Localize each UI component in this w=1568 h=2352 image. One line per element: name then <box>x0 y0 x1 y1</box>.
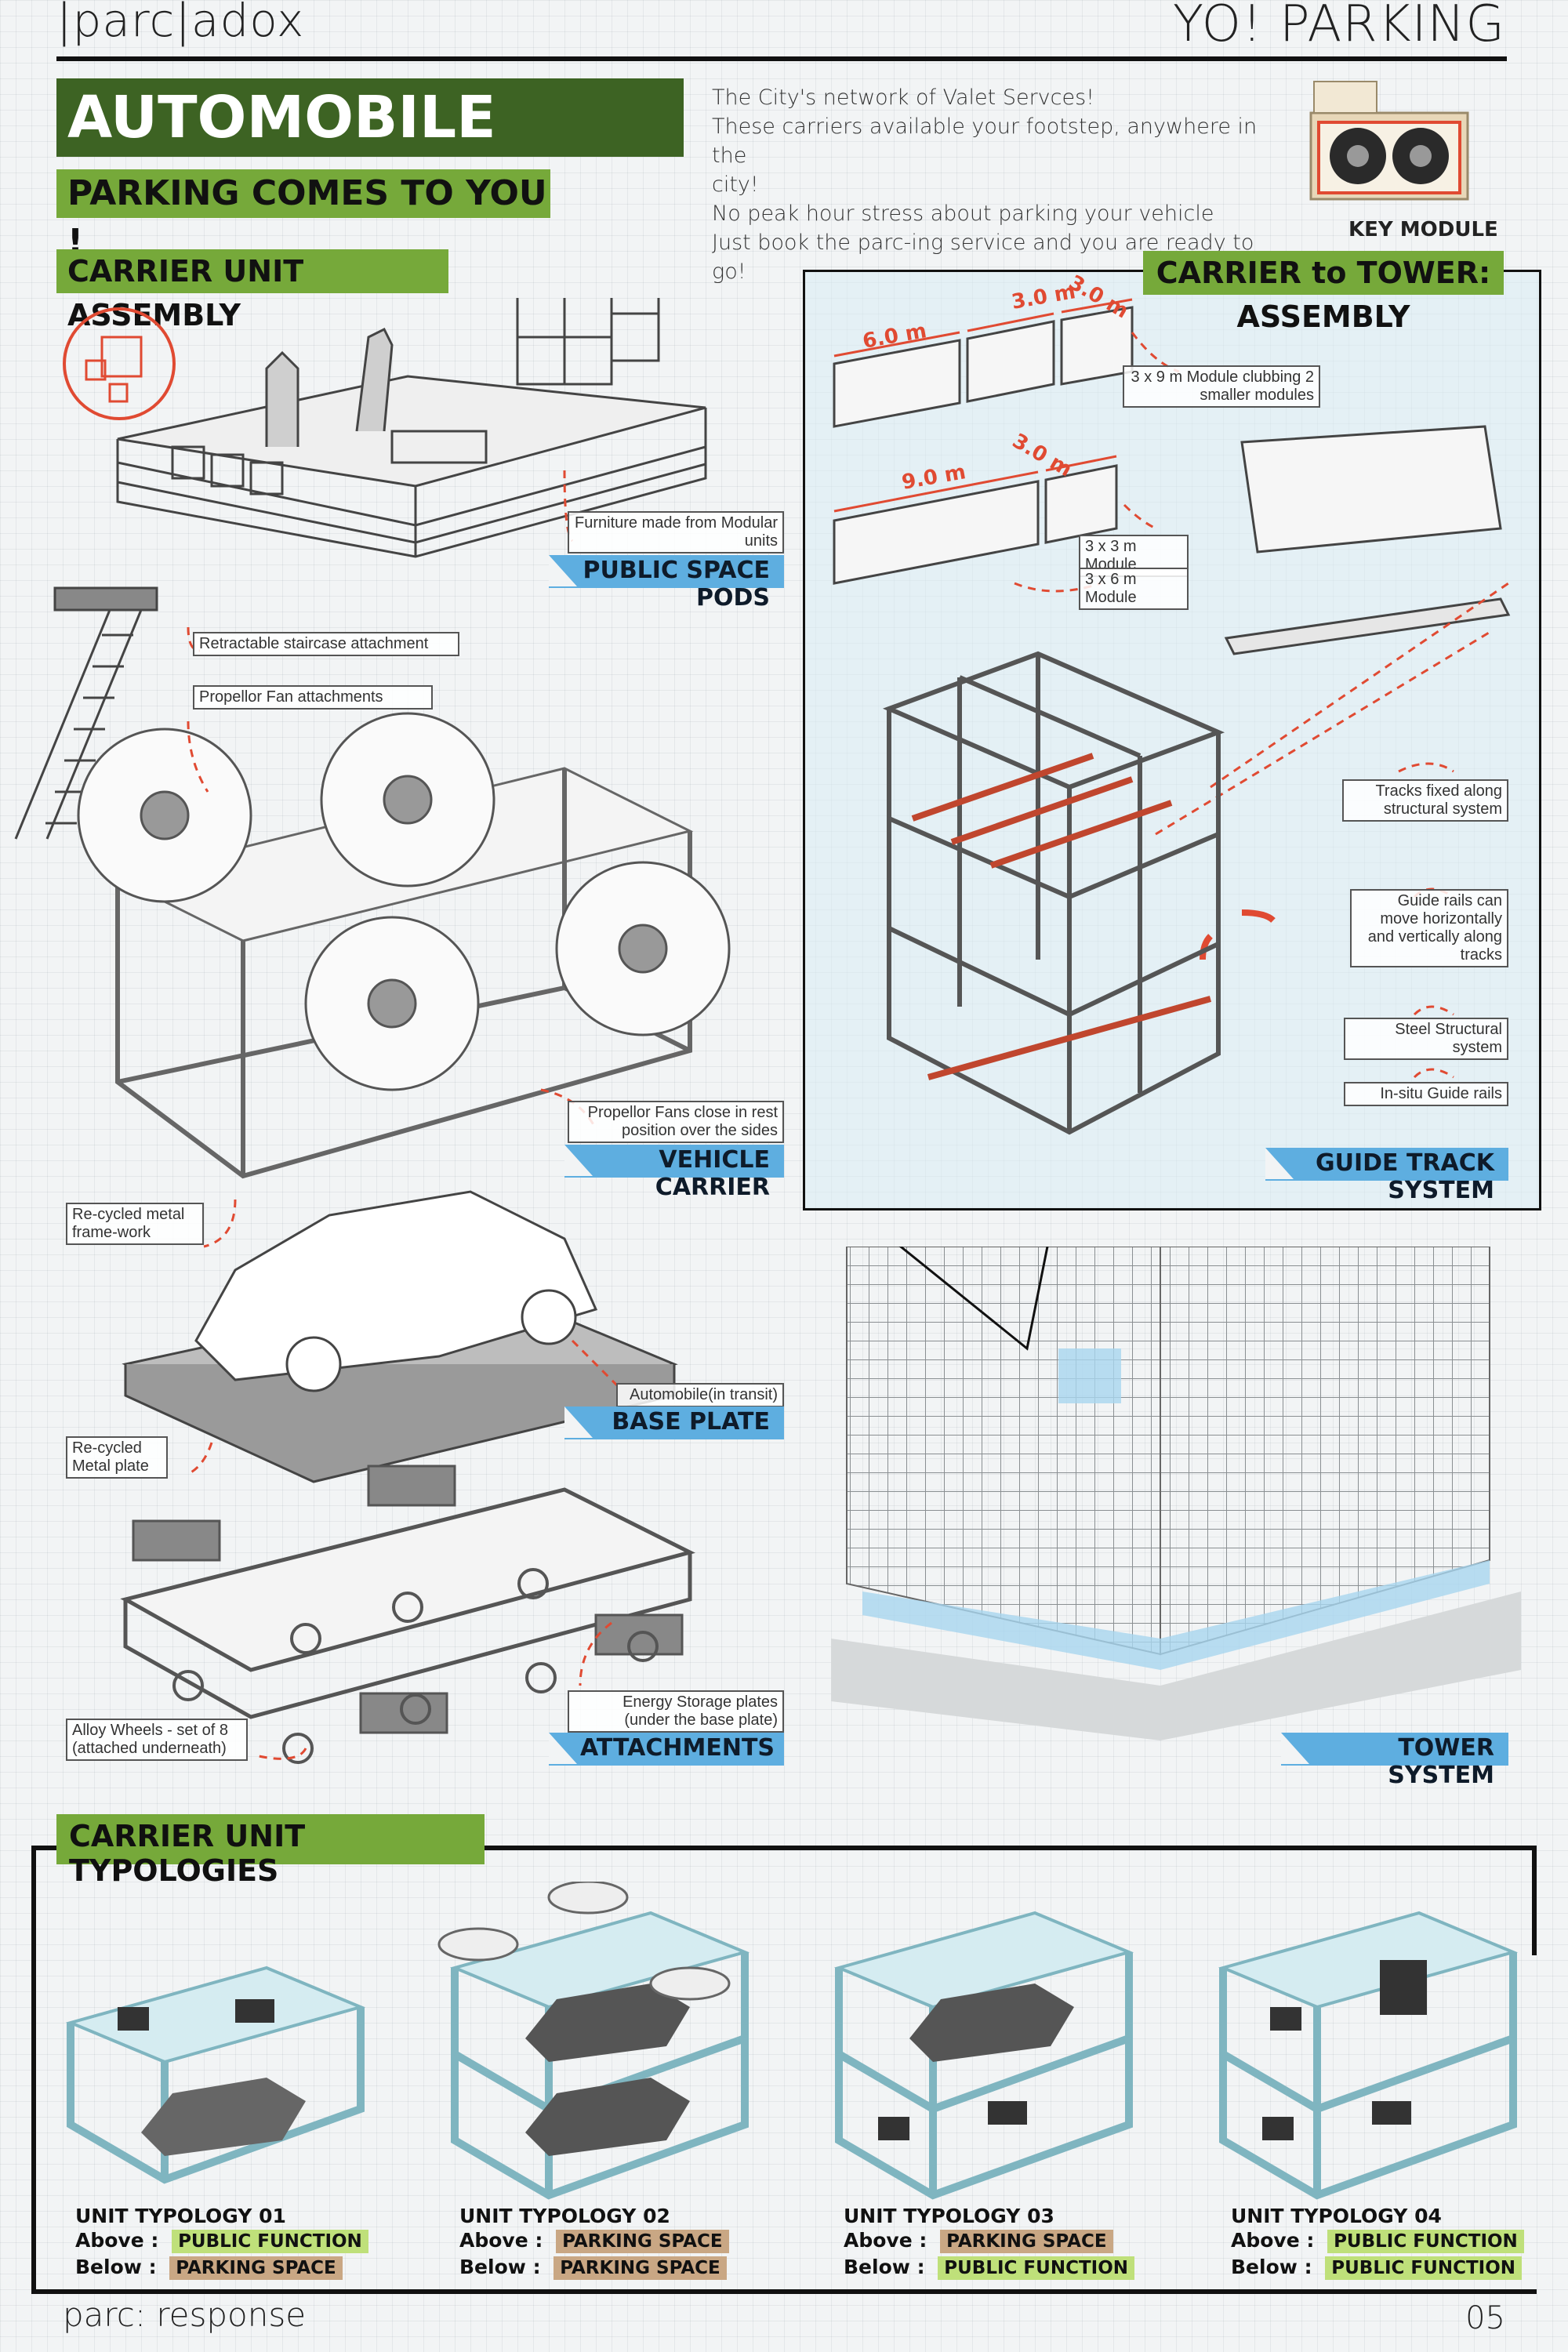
callout-furniture: Furniture made from Modular units <box>568 511 784 554</box>
key-module-diagram <box>1309 81 1469 201</box>
typology-02-drawing <box>437 1882 750 2200</box>
tag-base-plate: BASE PLATE <box>564 1406 784 1439</box>
key-module-label: KEY MODULE <box>1348 218 1498 241</box>
callout-recycled-frame: Re-cycled metal frame-work <box>66 1203 204 1245</box>
base-plate-drawing <box>122 1190 678 1483</box>
intro-line: city! <box>712 172 759 197</box>
public-space-pods-drawing <box>116 298 707 558</box>
typology-04: UNIT TYPOLOGY 04 Above : PUBLIC FUNCTION… <box>1231 2205 1529 2281</box>
typology-03-drawing <box>833 1911 1134 2200</box>
callout-guide-rails: Guide rails can move horizontally and ve… <box>1350 889 1508 967</box>
intro-line: Just book the parc-ing service and you a… <box>712 230 1254 284</box>
tower-assembly-title: CARRIER to TOWER: ASSEMBLY <box>1143 251 1504 334</box>
guide-track-frame <box>882 651 1225 1135</box>
footer-brand: parc: response <box>63 2296 307 2334</box>
typology-above-value: PARKING SPACE <box>940 2230 1113 2253</box>
callout-wheels: Alloy Wheels - set of 8 (attached undern… <box>66 1719 248 1761</box>
assembly-title: CARRIER UNIT ASSEMBLY <box>56 249 448 332</box>
header-rule <box>56 56 1507 61</box>
typology-below-value: PARKING SPACE <box>169 2256 343 2280</box>
main-title: AUTOMOBILE CARRIERS <box>56 78 684 230</box>
typology-below-value: PUBLIC FUNCTION <box>1325 2256 1522 2280</box>
callout-insitu: In-situ Guide rails <box>1344 1082 1508 1106</box>
assembly-diagram <box>14 298 731 1764</box>
above-label: Above <box>1231 2229 1300 2252</box>
tower-assembly-diagram <box>833 298 1511 1135</box>
subtitle: PARKING COMES TO YOU ! <box>56 169 550 262</box>
tag-attachments: ATTACHMENTS <box>549 1733 784 1766</box>
intro-line: The City's network of Valet Servces! <box>712 85 1095 110</box>
callout-staircase: Retractable staircase attachment <box>193 632 459 656</box>
page-number: 05 <box>1465 2300 1505 2336</box>
typology-below-value: PUBLIC FUNCTION <box>938 2256 1134 2280</box>
project-title: YO! PARKING <box>1172 0 1505 53</box>
guide-rails <box>911 753 1212 1080</box>
typology-above-value: PARKING SPACE <box>556 2230 729 2253</box>
modules-drawing <box>833 306 1511 655</box>
callout-recycled-plate: Re-cycled Metal plate <box>66 1436 168 1479</box>
staircase-drawing <box>14 586 158 840</box>
typology-below-value: PARKING SPACE <box>554 2256 727 2280</box>
typology-name: UNIT TYPOLOGY 01 <box>75 2205 286 2227</box>
dimension-lines <box>833 298 1509 1079</box>
callout-automobile: Automobile(in transit) <box>616 1383 784 1407</box>
tag-public-space-pods: PUBLIC SPACE PODS <box>549 555 784 612</box>
assembly-leaders <box>187 470 621 1760</box>
intro-line: No peak hour stress about parking your v… <box>712 201 1214 226</box>
below-label: Below <box>1231 2256 1298 2278</box>
above-label: Above <box>75 2229 144 2252</box>
callout-module-9: 3 x 9 m Module clubbing 2 smaller module… <box>1123 365 1320 408</box>
callout-propellor-attach: Propellor Fan attachments <box>193 685 433 710</box>
typology-name: UNIT TYPOLOGY 02 <box>459 2205 670 2227</box>
typology-above-value: PUBLIC FUNCTION <box>1327 2230 1524 2253</box>
typology-01-drawing <box>65 1965 366 2184</box>
typology-name: UNIT TYPOLOGY 04 <box>1231 2205 1442 2227</box>
below-label: Below <box>459 2256 526 2278</box>
callout-module-6: 3 x 6 m Module <box>1079 568 1189 610</box>
typologies-frame-right <box>1532 1846 1537 1955</box>
intro-text: The City's network of Valet Servces! The… <box>712 83 1292 286</box>
typologies-title: CARRIER UNIT TYPOLOGIES <box>56 1814 485 1888</box>
callout-tracks: Tracks fixed along structural system <box>1342 779 1508 822</box>
above-label: Above <box>459 2229 528 2252</box>
typologies-drawings <box>65 1882 1519 2200</box>
tag-vehicle-carrier: VEHICLE CARRIER <box>564 1145 784 1201</box>
typology-01: UNIT TYPOLOGY 01 Above : PUBLIC FUNCTION… <box>75 2205 405 2281</box>
attachments-drawing <box>120 1465 696 1764</box>
above-label: Above <box>844 2229 913 2252</box>
typology-02: UNIT TYPOLOGY 02 Above : PARKING SPACE B… <box>459 2205 789 2281</box>
typology-04-drawing <box>1218 1911 1519 2200</box>
typology-03: UNIT TYPOLOGY 03 Above : PARKING SPACE B… <box>844 2205 1173 2281</box>
callout-propellor-rest: Propellor Fans close in rest position ov… <box>568 1101 784 1143</box>
intro-line: These carriers available your footstep, … <box>712 114 1258 168</box>
tag-guide-track: GUIDE TRACK SYSTEM <box>1265 1148 1508 1204</box>
typology-name: UNIT TYPOLOGY 03 <box>844 2205 1054 2227</box>
tower-system-drawing <box>831 1247 1521 1740</box>
below-label: Below <box>75 2256 142 2278</box>
tag-tower-system: TOWER SYSTEM <box>1281 1733 1508 1789</box>
assembly-icon <box>63 307 176 420</box>
callout-steel: Steel Structural system <box>1344 1018 1508 1060</box>
callout-energy: Energy Storage plates (under the base pl… <box>568 1690 784 1733</box>
brand-logo: |parc|adox <box>56 0 305 47</box>
typology-above-value: PUBLIC FUNCTION <box>172 2230 368 2253</box>
typologies-frame <box>31 1846 1537 2294</box>
vehicle-carrier-drawing <box>77 712 731 1179</box>
below-label: Below <box>844 2256 910 2278</box>
